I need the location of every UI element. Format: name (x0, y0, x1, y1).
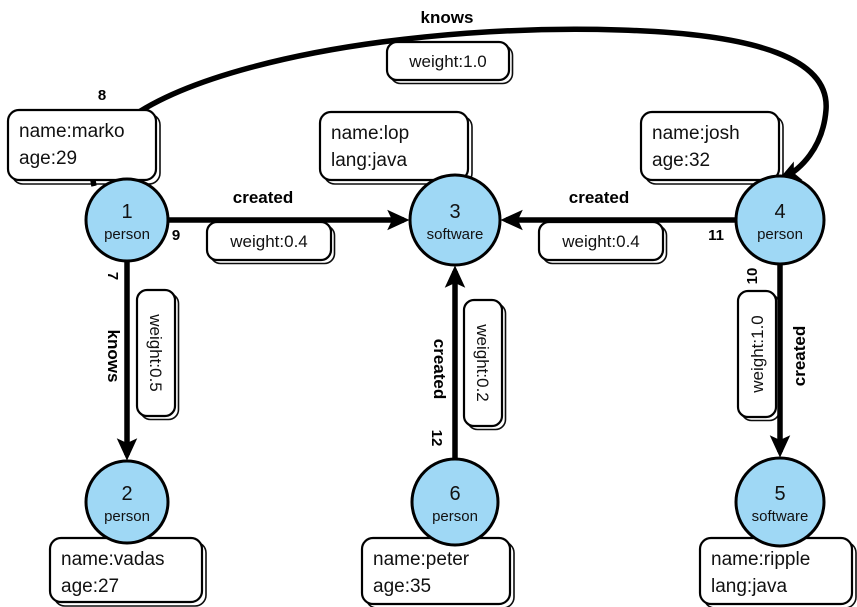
weight-box-frame (537, 220, 665, 262)
vertex-2-property-box[interactable]: name:vadas age:27 (48, 536, 207, 607)
vertices-layer: 1 person 2 person 3 software 4 person 5 software 6… (84, 173, 826, 548)
vertex-property: age:29 (19, 148, 77, 169)
vertex-id: 3 (449, 201, 460, 223)
vertex-label: software (427, 226, 484, 243)
vertex-label: software (752, 508, 809, 525)
edge-id-label: 8 (98, 87, 106, 104)
edge-8-knows[interactable] (89, 26, 829, 187)
vertex-property: lang:java (711, 576, 787, 597)
vertex-1[interactable]: 1 person (84, 177, 170, 263)
edge-id-label: 7 (104, 272, 121, 280)
vertex-label: person (104, 508, 150, 525)
edge-weight-label: weight:1.0 (408, 52, 487, 71)
vertex-3-property-box[interactable]: name:lop lang:java (318, 110, 473, 185)
vertex-id: 1 (121, 201, 132, 223)
vertex-circle[interactable] (410, 457, 500, 547)
vertex-5-property-box[interactable]: name:ripple lang:java (698, 536, 857, 607)
edge-type-label: created (569, 188, 629, 207)
weight-box-frame (135, 288, 177, 418)
weight-box-frame (462, 298, 504, 428)
edge-weight-label: weight:0.4 (229, 232, 308, 251)
property-box-frame (639, 110, 781, 182)
edge-10-labels: weight:1.0 created 10 (736, 266, 810, 422)
vertex-property: name:vadas (61, 549, 165, 570)
vertex-4-property-box[interactable]: name:josh age:32 (639, 110, 784, 185)
edge-9-labels: weight:0.4 created 9 (171, 187, 336, 265)
vertex-property: age:32 (652, 150, 710, 171)
vertex-property: age:27 (61, 576, 119, 597)
property-box-frame (318, 110, 470, 182)
edge-8-labels: weight:1.0 knows 8 (97, 7, 514, 105)
edge-line (91, 27, 828, 187)
edge-weight-label: weight:0.4 (561, 232, 640, 251)
vertex-id: 2 (121, 483, 132, 505)
edge-type-label: knows (104, 330, 123, 383)
vertex-property: age:35 (373, 576, 431, 597)
vertex-property: name:marko (19, 121, 125, 142)
vertex-property: name:josh (652, 123, 740, 144)
edge-type-label: created (430, 339, 449, 399)
vertex-property: lang:java (331, 150, 407, 171)
vertex-3[interactable]: 3 software (408, 173, 502, 267)
weight-box-frame (385, 40, 511, 82)
vertex-circle[interactable] (734, 174, 826, 266)
vertex-circle[interactable] (408, 173, 502, 267)
vertex-4[interactable]: 4 person (734, 174, 826, 266)
vertex-1-property-box[interactable]: name:marko age:29 (6, 108, 161, 185)
vertex-circle[interactable] (84, 459, 170, 545)
vertex-property: name:ripple (711, 549, 810, 570)
property-box-frame (6, 108, 158, 182)
vertex-2[interactable]: 2 person (84, 459, 170, 545)
vertex-circle[interactable] (734, 456, 826, 548)
edge-7-labels: weight:0.5 knows 7 (103, 271, 180, 421)
edge-weight-label: weight:1.0 (748, 315, 767, 394)
edges-layer (89, 26, 829, 461)
edge-id-label: 12 (428, 430, 445, 447)
vertex-property: name:lop (331, 123, 409, 144)
edge-id-label: 10 (744, 268, 761, 285)
vertex-6[interactable]: 6 person (410, 457, 500, 547)
property-boxes-layer: name:marko age:29 name:vadas age:27 name:lop… (6, 108, 857, 607)
edge-12-labels: weight:0.2 created 12 (427, 298, 507, 448)
vertex-5[interactable]: 5 software (734, 456, 826, 548)
edge-type-label: knows (421, 8, 474, 27)
vertex-label: person (757, 226, 803, 243)
vertex-6-property-box[interactable]: name:peter age:35 (360, 536, 515, 607)
weight-box-frame (736, 289, 778, 419)
vertex-label: person (104, 226, 150, 243)
edge-weight-label: weight:0.2 (473, 323, 492, 402)
edge-id-label: 11 (708, 227, 724, 244)
edge-type-label: created (233, 188, 293, 207)
vertex-label: person (432, 508, 478, 525)
vertex-id: 5 (774, 483, 785, 505)
edge-type-label: created (790, 326, 809, 386)
vertex-id: 4 (774, 201, 785, 223)
edge-weight-label: weight:0.5 (146, 313, 165, 392)
vertex-circle[interactable] (84, 177, 170, 263)
edge-id-label: 9 (172, 227, 180, 244)
vertex-id: 6 (449, 483, 460, 505)
weight-box-frame (205, 220, 333, 262)
vertex-property: name:peter (373, 549, 470, 570)
edge-11-labels: weight:0.4 created 11 (537, 187, 725, 265)
